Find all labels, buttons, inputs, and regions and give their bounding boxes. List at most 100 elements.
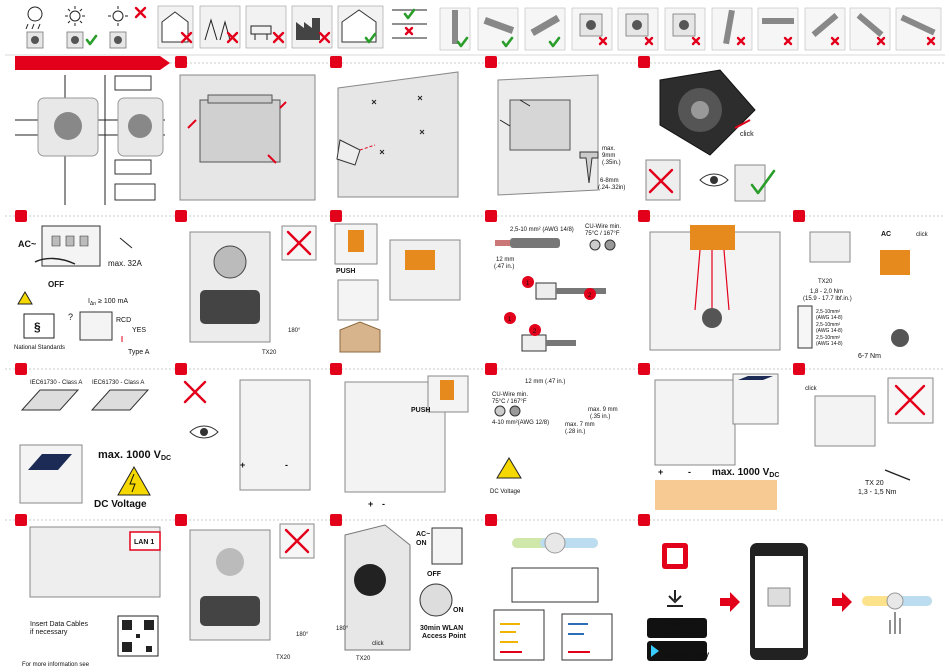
- push-label-dc: PUSH: [411, 407, 430, 414]
- row1-mount: [179, 74, 316, 201]
- arrow-right-icon-2: [832, 592, 852, 612]
- location-pictos: [157, 5, 384, 49]
- google-play-badge[interactable]: [647, 641, 707, 661]
- national-standards: National Standards: [14, 345, 65, 351]
- grid: [5, 56, 945, 526]
- iec-class-a-2: IEC61730 - Class A: [92, 380, 144, 386]
- wire-awg-1: (AWG 14-8): [816, 315, 843, 321]
- row2-breaker: AC~ OFF max. 32A IΔn≥ 100 mA § National …: [14, 225, 150, 356]
- angle-label-3: 180°: [336, 626, 349, 632]
- max-screw-value: 9mm: [602, 153, 615, 159]
- on-label: ON: [416, 540, 427, 547]
- row3-no-cut: + -: [183, 379, 311, 491]
- cu-temp-dc: 75°C / 167°F: [492, 399, 527, 405]
- step-2-label-b: 2: [533, 329, 537, 335]
- row2-wire-prep: 2,5-10 mm² (AWG 14/8) CU-Wire min. 75°C …: [494, 224, 621, 352]
- cu-wire-dc: CU-Wire min.: [492, 392, 528, 398]
- rain-icon: [25, 6, 44, 49]
- app-store-badge[interactable]: [647, 618, 707, 638]
- google-play-small: GET IT ON: [666, 644, 686, 649]
- section-arrow: [15, 56, 170, 70]
- step-2-label: 2: [588, 293, 592, 299]
- access-point-label: Access Point: [422, 633, 467, 640]
- cross-section-dc: 4-10 mm²(AWG 12/8): [492, 420, 549, 426]
- row3-close-dc: click TX 20 1,3 - 1,5 Nm: [805, 377, 934, 496]
- ac-label-power: AC~: [416, 531, 430, 538]
- step-marker: [175, 56, 187, 68]
- click-label-power: click: [372, 641, 385, 647]
- click-label-dc: click: [805, 386, 818, 392]
- svg-text:§: §: [34, 320, 41, 334]
- cross-section: 2,5-10 mm² (AWG 14/8): [510, 227, 574, 233]
- wire-size-1: 2,5-10mm²: [816, 309, 841, 315]
- row3-measure: + - max. 1000 VDC: [654, 373, 779, 510]
- type-label: Type A: [128, 349, 150, 356]
- row1-hang: click: [645, 69, 776, 202]
- wlan-label: 30min WLAN: [420, 625, 463, 632]
- torque-value: 1,8 - 2,0 Nm: [810, 289, 843, 295]
- app-store-label: App Store: [666, 627, 705, 636]
- wire-awg-3: (AWG 14-8): [816, 341, 843, 347]
- row1-drill: [336, 71, 459, 198]
- iec-class-a-1: IEC61730 - Class A: [30, 380, 82, 386]
- row2-torque: AC click TX20 1,8 - 2,0 Nm (15.9 - 17.7 …: [797, 231, 929, 360]
- max-screw-label: max.: [602, 146, 615, 152]
- strip-length: 12 mm: [496, 257, 514, 263]
- max-9mm: max. 9 mm: [588, 407, 618, 413]
- max-7mm-inch: (.28 in.): [565, 429, 585, 435]
- max-screw-inch: (.35in.): [602, 160, 621, 166]
- row4-app: Download on the App Store GET IT ON Goog…: [647, 543, 932, 661]
- max-voltage-2: max. 1000 VDC: [712, 467, 779, 479]
- gland-torque: 6-7 Nm: [858, 353, 881, 360]
- tx20-dc: TX 20: [865, 480, 884, 487]
- row1-screws: max. 9mm (.35in.) 6-8mm (.24-.32in): [497, 74, 625, 196]
- max-9mm-inch: (.35 in.): [590, 414, 610, 420]
- minus-label-3: -: [688, 467, 691, 477]
- orientation-pictos: [392, 7, 942, 51]
- yes-label: YES: [132, 327, 146, 334]
- row4-power-on: 180° TX20 click AC~ ON OFF ON 30min WLAN…: [336, 524, 467, 662]
- plus-label: +: [240, 460, 245, 470]
- ac-torque-label: AC: [881, 231, 891, 238]
- click-label-ac: click: [916, 232, 929, 238]
- arrow-right-icon: [720, 592, 740, 612]
- off-label-power: OFF: [427, 571, 442, 578]
- cu-temp: 75°C / 167°F: [585, 231, 620, 237]
- insert-data-cables: Insert Data Cables: [30, 621, 88, 628]
- conditions-strip: [5, 5, 945, 56]
- question-mark: ?: [68, 312, 73, 322]
- tx20-power: TX20: [356, 656, 371, 662]
- angle-label-2: 180°: [296, 632, 309, 638]
- tx20-label: TX20: [262, 350, 277, 356]
- row3-dc-push: PUSH + -: [344, 375, 469, 509]
- wire-awg-2: (AWG 14-8): [816, 328, 843, 334]
- lan-label: LAN 1: [134, 539, 154, 546]
- minus-label-2: -: [382, 499, 385, 509]
- row2-push: PUSH: [334, 223, 461, 353]
- wire-size-3: 2,5-10mm²: [816, 335, 841, 341]
- off-label: OFF: [48, 280, 64, 289]
- push-label: PUSH: [336, 268, 355, 275]
- row2-connect: [649, 225, 781, 351]
- if-necessary: if necessary: [30, 629, 68, 636]
- minus-label: -: [285, 460, 288, 470]
- row3-pv-modules: IEC61730 - Class A IEC61730 - Class A ma…: [19, 380, 171, 510]
- angle-label: 180°: [288, 328, 301, 334]
- cu-wire: CU-Wire min.: [585, 224, 621, 230]
- google-play-label: Google Play: [663, 650, 710, 659]
- row4-led-status: [493, 532, 613, 661]
- rcd-label: RCD: [116, 317, 131, 324]
- dc-voltage-label-2: DC Voltage: [490, 489, 521, 495]
- click-label: click: [740, 131, 754, 138]
- dc-voltage-label: DC Voltage: [94, 499, 147, 510]
- row3-dc-wire: 12 mm (.47 in.) CU-Wire min. 75°C / 167°…: [490, 379, 618, 495]
- row4-close-cover: 180° TX20: [189, 523, 315, 661]
- sun-icon: [65, 6, 98, 49]
- step-1-label-b: 1: [508, 317, 512, 323]
- max-voltage: max. 1000 VDC: [98, 449, 171, 462]
- ac-label: AC~: [18, 239, 36, 249]
- on-label-2: ON: [453, 607, 464, 614]
- max-7mm: max. 7 mm: [565, 422, 595, 428]
- app-store-small: Download on the: [666, 621, 697, 626]
